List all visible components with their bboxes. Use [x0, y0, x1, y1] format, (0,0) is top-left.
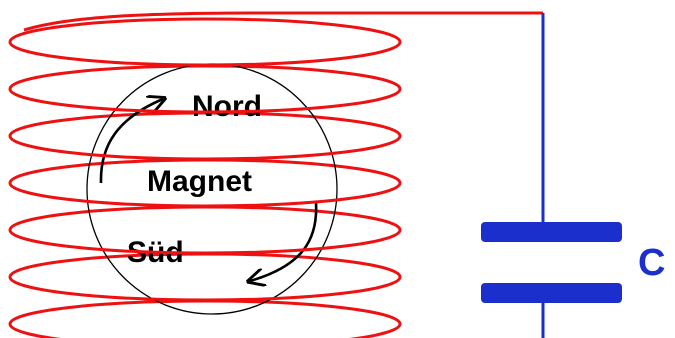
capacitor-label: C — [638, 242, 665, 284]
coil-turn-back — [8, 299, 402, 325]
coil-turn-front — [8, 41, 402, 67]
coil-turn-front — [8, 88, 402, 114]
coil-turn-back — [8, 252, 402, 278]
rotation-arrow-icon — [250, 202, 318, 281]
coil-turn-front — [8, 135, 402, 161]
capacitor-plate-top — [481, 222, 622, 242]
capacitor-plate-bottom — [481, 283, 622, 303]
coil-turn-front — [8, 323, 402, 338]
coil-turn-front — [8, 276, 402, 302]
coil-front — [8, 41, 402, 338]
rotation-arrow-icon — [99, 99, 163, 184]
coil-lead-wire — [23, 11, 543, 32]
coil-turn-front — [8, 229, 402, 255]
coil-turn-front — [8, 182, 402, 208]
coil-turn-back — [8, 17, 402, 43]
magnet-label: Magnet — [147, 165, 252, 198]
north-label: Nord — [192, 90, 262, 123]
coil-turn-back — [8, 64, 402, 90]
coil-turn-back — [8, 205, 402, 231]
